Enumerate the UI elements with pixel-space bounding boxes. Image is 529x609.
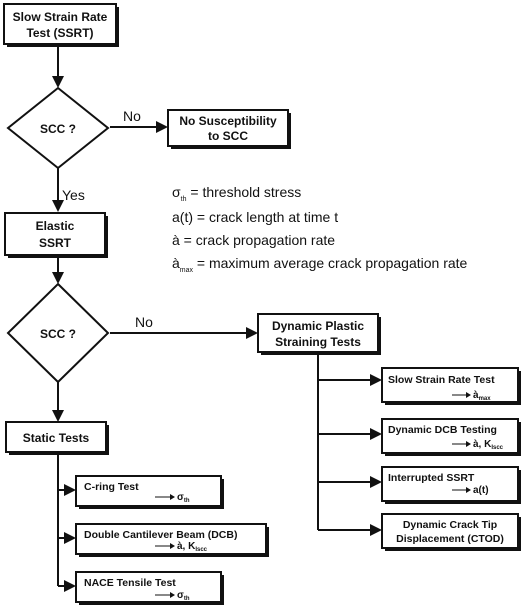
no-susceptibility-box: No Susceptibility to SCC — [167, 109, 291, 149]
edge-label-yes-1: Yes — [62, 187, 85, 203]
static-test-2-name: Double Cantilever Beam (DCB) — [84, 529, 237, 541]
dynamic-test-4-line1: Dynamic Crack Tip — [403, 519, 497, 531]
edge-label-no-1: No — [123, 108, 141, 124]
dynamic-test-dcb: Dynamic DCB Testing à, KIscc — [381, 418, 521, 456]
static-test-c-ring: C-ring Test σth — [75, 475, 224, 509]
static-test-nace: NACE Tensile Test σth — [75, 571, 224, 605]
dynamic-test-2-name: Dynamic DCB Testing — [388, 424, 497, 436]
legend-crack-rate: à = crack propagation rate — [172, 232, 335, 248]
dynamic-test-interrupted: Interrupted SSRT a(t) — [381, 466, 521, 504]
elastic-ssrt-line1: Elastic — [36, 219, 75, 233]
dynamic-test-3-name: Interrupted SSRT — [388, 472, 475, 484]
dynamic-plastic-line2: Straining Tests — [275, 335, 361, 349]
dynamic-plastic-box: Dynamic Plastic Straining Tests — [257, 313, 381, 355]
dynamic-test-4-line2: Displacement (CTOD) — [396, 533, 504, 545]
static-tests-label: Static Tests — [23, 431, 90, 445]
legend-max-rate: àmax = maximum average crack propagation… — [172, 255, 468, 274]
static-test-2-result: à, KIscc — [177, 541, 208, 553]
no-susceptibility-line2: to SCC — [208, 129, 248, 143]
legend: σth = threshold stress a(t) = crack leng… — [172, 184, 468, 274]
dynamic-plastic-line1: Dynamic Plastic — [272, 319, 364, 333]
dynamic-test-3-result: a(t) — [473, 485, 489, 496]
edge-label-no-2: No — [135, 314, 153, 330]
scc-decision-1: SCC ? — [6, 86, 110, 170]
static-test-3-result: σth — [177, 590, 190, 602]
legend-sigma-th: σth = threshold stress — [172, 184, 301, 203]
dynamic-test-1-result: àmax — [473, 390, 491, 402]
static-tests-box: Static Tests — [5, 421, 109, 455]
elastic-ssrt-line2: SSRT — [39, 236, 72, 250]
ssrt-box: Slow Strain Rate Test (SSRT) — [3, 3, 119, 47]
scc-decision-1-label: SCC ? — [40, 122, 76, 136]
ssrt-line1: Slow Strain Rate — [13, 10, 108, 24]
elastic-ssrt-box: Elastic SSRT — [4, 212, 108, 258]
dynamic-test-ctod: Dynamic Crack Tip Displacement (CTOD) — [381, 513, 521, 551]
scc-decision-2: SCC ? — [6, 282, 110, 384]
ssrt-line2: Test (SSRT) — [26, 26, 93, 40]
scc-decision-2-label: SCC ? — [40, 327, 76, 341]
legend-crack-length: a(t) = crack length at time t — [172, 209, 338, 225]
static-test-dcb: Double Cantilever Beam (DCB) à, KIscc — [75, 523, 269, 557]
static-test-3-name: NACE Tensile Test — [84, 577, 176, 589]
connectors — [52, 45, 382, 592]
dynamic-test-1-name: Slow Strain Rate Test — [388, 374, 495, 386]
static-test-1-name: C-ring Test — [84, 481, 139, 493]
static-test-1-result: σth — [177, 492, 190, 504]
dynamic-test-2-result: à, KIscc — [473, 439, 504, 451]
no-susceptibility-line1: No Susceptibility — [179, 114, 277, 128]
dynamic-test-slow-strain: Slow Strain Rate Test àmax — [381, 367, 521, 405]
